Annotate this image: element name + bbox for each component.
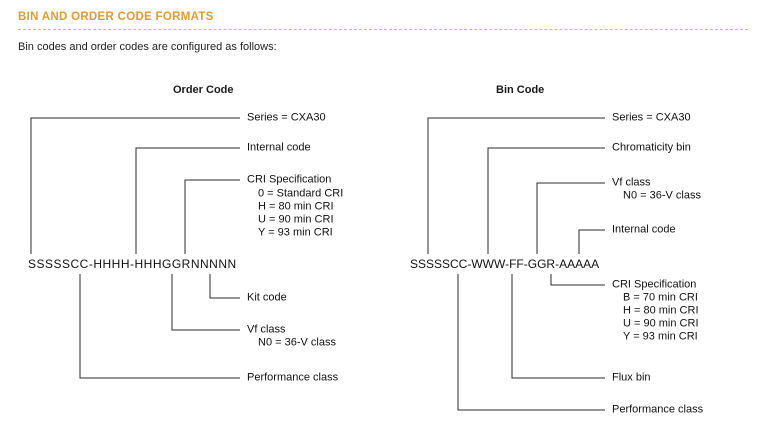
dashed-rule xyxy=(18,29,748,30)
order-label-kit-code: Kit code xyxy=(247,291,287,304)
order-vf-option: N0 = 36-V class xyxy=(258,336,336,349)
bin-code-title: Bin Code xyxy=(496,84,545,96)
order-kit-line xyxy=(209,274,240,299)
bin-label-internal-code: Internal code xyxy=(612,223,676,236)
bin-internal-line xyxy=(578,229,605,254)
bin-label-performance-class: Performance class xyxy=(612,403,704,416)
order-cri-line xyxy=(184,179,240,254)
bin-label-flux-bin: Flux bin xyxy=(612,371,651,384)
order-label-cri-specification: CRI Specification xyxy=(247,173,332,186)
section-title: BIN AND ORDER CODE FORMATS xyxy=(18,11,214,23)
order-code-string: SSSSSCC-HHHH-HHHGGRNNNNN xyxy=(28,257,237,271)
order-cri-option: Y = 93 min CRI xyxy=(258,226,333,239)
order-cri-option: U = 90 min CRI xyxy=(258,213,334,226)
bin-cri-option: H = 80 min CRI xyxy=(623,304,699,317)
bin-label-series: Series = CXA30 xyxy=(612,111,691,124)
bin-flux-line xyxy=(511,274,605,379)
bin-vf-option: N0 = 36-V class xyxy=(623,189,701,202)
order-performance-line xyxy=(79,274,240,379)
order-cri-option: H = 80 min CRI xyxy=(258,200,334,213)
bin-cri-option: B = 70 min CRI xyxy=(623,291,698,304)
bin-cri-line xyxy=(550,274,605,286)
order-internal-line xyxy=(135,147,240,254)
bin-cri-option: Y = 93 min CRI xyxy=(623,330,698,343)
bin-label-vf-class: Vf class xyxy=(612,176,651,189)
bin-chromaticity-line xyxy=(487,147,605,254)
order-cri-option: 0 = Standard CRI xyxy=(258,187,344,200)
order-series-line xyxy=(30,117,240,254)
order-code-title: Order Code xyxy=(173,84,234,96)
bin-cri-option: U = 90 min CRI xyxy=(623,317,699,330)
order-label-vf-class: Vf class xyxy=(247,323,286,336)
order-label-performance-class: Performance class xyxy=(247,371,339,384)
order-label-series: Series = CXA30 xyxy=(247,111,326,124)
intro-text: Bin codes and order codes are configured… xyxy=(18,41,277,53)
bin-label-cri-specification: CRI Specification xyxy=(612,278,697,291)
bin-vf-line xyxy=(536,182,605,254)
bin-label-chromaticity-bin: Chromaticity bin xyxy=(612,141,691,154)
bin-performance-line xyxy=(457,274,605,411)
order-label-internal-code: Internal code xyxy=(247,141,311,154)
order-vf-line xyxy=(171,274,240,331)
bin-series-line xyxy=(427,117,605,254)
bin-code-string: SSSSSCC-WWW-FF-GGR-AAAAA xyxy=(410,257,600,271)
